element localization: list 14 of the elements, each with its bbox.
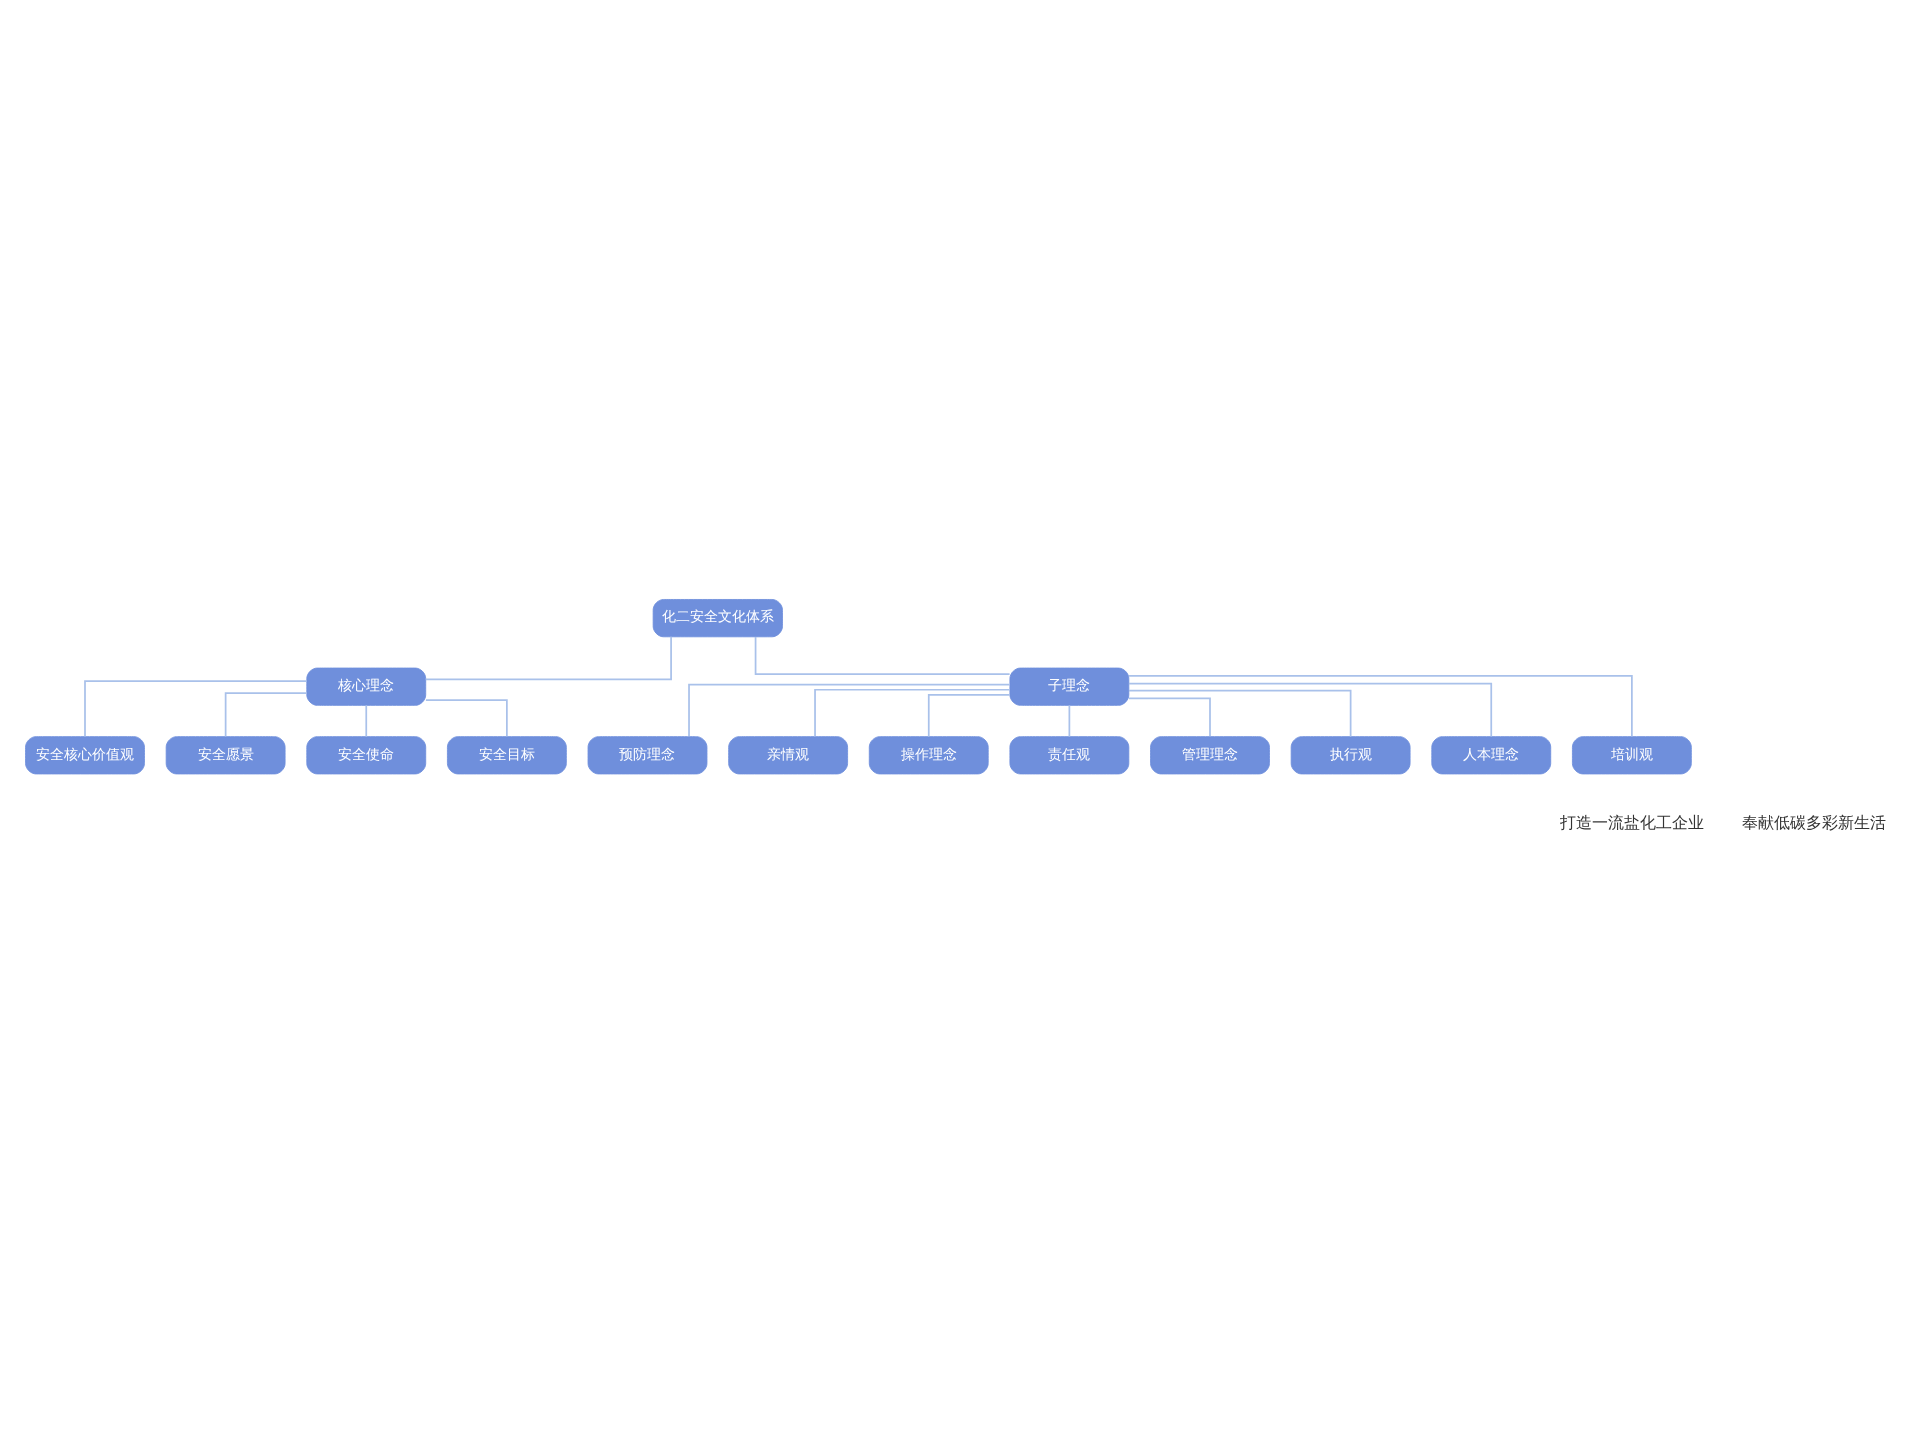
- connector: [425, 698, 508, 737]
- connector: [365, 703, 368, 737]
- connector: [1128, 674, 1633, 737]
- connector: [1128, 696, 1211, 737]
- connector: [927, 693, 1011, 737]
- connector: [688, 682, 1011, 737]
- connector: [1128, 681, 1493, 737]
- connector: [754, 635, 1011, 674]
- connector: [84, 679, 308, 737]
- connector: [1068, 703, 1071, 737]
- connector: [1128, 688, 1352, 737]
- connector: [224, 691, 308, 737]
- connector: [424, 634, 672, 680]
- connector: [814, 687, 1011, 737]
